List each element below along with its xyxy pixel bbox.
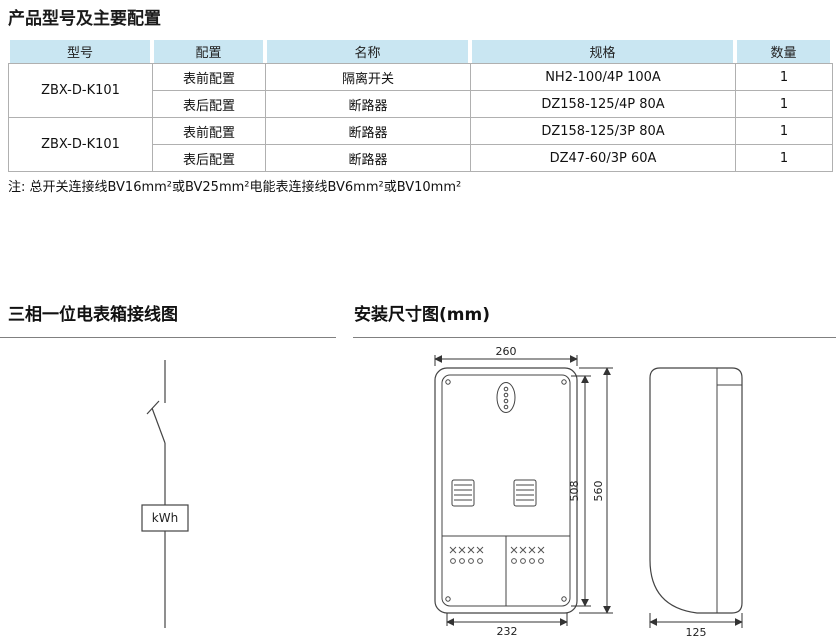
- table-row: ZBX-D-K101 表前配置 隔离开关 NH2-100/4P 100A 1: [8, 63, 833, 118]
- table-row: 表后配置 断路器 DZ47-60/3P 60A 1: [9, 144, 833, 172]
- col-header-spec: 规格: [470, 40, 735, 63]
- cell-qty: 1: [735, 63, 833, 91]
- meter-box-side-view: [649, 367, 743, 614]
- cell-spec: DZ158-125/4P 80A: [470, 90, 736, 118]
- cell-name: 隔离开关: [265, 63, 471, 91]
- header-row: 型号 配置 名称 规格 数量: [8, 40, 832, 63]
- cell-spec: DZ158-125/3P 80A: [470, 117, 736, 145]
- section-divider-right: [353, 337, 836, 338]
- switch-tick-icon: [146, 400, 160, 415]
- cell-name: 断路器: [265, 90, 471, 118]
- cell-model: ZBX-D-K101: [8, 63, 153, 118]
- terminal-block-right: [510, 546, 545, 565]
- wiring-diagram: kWh: [141, 360, 189, 628]
- screw-icon: [445, 596, 451, 602]
- cell-spec: DZ47-60/3P 60A: [470, 144, 736, 172]
- dim-total-height: 560: [592, 481, 605, 502]
- dimension-lines: [434, 355, 743, 628]
- wiring-section-title: 三相一位电表箱接线图: [8, 305, 178, 325]
- meter-box-front-view: [434, 367, 578, 614]
- cell-model: ZBX-D-K101: [8, 117, 153, 172]
- cell-qty: 1: [735, 117, 833, 145]
- wiring-note: 注: 总开关连接线BV16mm²或BV25mm²电能表连接线BV6mm²或BV1…: [8, 180, 462, 195]
- config-table: ZBX-D-K101 表前配置 隔离开关 NH2-100/4P 100A 1 表…: [8, 63, 833, 172]
- col-header-qty: 数量: [735, 40, 832, 63]
- cell-config: 表后配置: [152, 90, 266, 118]
- page-title: 产品型号及主要配置: [8, 9, 161, 29]
- screw-icon: [445, 379, 451, 385]
- cell-spec: NH2-100/4P 100A: [470, 63, 736, 91]
- screw-icon: [561, 379, 567, 385]
- cell-config: 表后配置: [152, 144, 266, 172]
- dim-depth: 125: [686, 626, 707, 639]
- seal-window: [496, 382, 516, 413]
- col-header-model: 型号: [8, 40, 152, 63]
- col-header-config: 配置: [152, 40, 265, 63]
- cell-qty: 1: [735, 144, 833, 172]
- cell-qty: 1: [735, 90, 833, 118]
- config-table-header: 型号 配置 名称 规格 数量: [8, 40, 832, 63]
- wiring-lines: [141, 360, 189, 628]
- vent-grille-right: [513, 479, 537, 507]
- installation-dimension-drawing: 260 232 508 560 125: [434, 345, 743, 639]
- cell-config: 表前配置: [152, 117, 266, 145]
- dim-inner-height: 508: [568, 481, 581, 502]
- dim-bottom-width: 232: [497, 625, 518, 638]
- meter-label: kWh: [152, 511, 178, 525]
- terminal-block-left: [449, 546, 484, 565]
- col-header-name: 名称: [265, 40, 470, 63]
- table-row: 表后配置 断路器 DZ158-125/4P 80A 1: [9, 90, 833, 118]
- cell-config: 表前配置: [152, 63, 266, 91]
- cell-name: 断路器: [265, 144, 471, 172]
- switch-blade-icon: [151, 407, 166, 444]
- table-row: ZBX-D-K101 表前配置 断路器 DZ158-125/3P 80A 1: [8, 117, 833, 172]
- vent-grille-left: [451, 479, 475, 507]
- cell-name: 断路器: [265, 117, 471, 145]
- screw-icon: [561, 596, 567, 602]
- dim-top-width: 260: [496, 345, 517, 358]
- dimension-section-title: 安装尺寸图(mm): [354, 305, 490, 325]
- section-divider-left: [0, 337, 336, 338]
